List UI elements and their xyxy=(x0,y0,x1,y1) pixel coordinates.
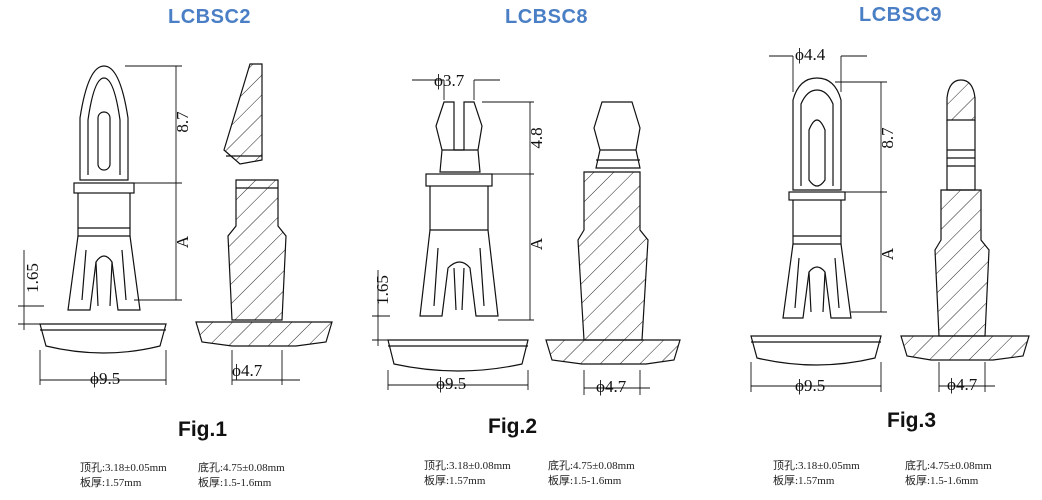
legs xyxy=(419,229,499,317)
slot xyxy=(97,111,111,171)
body xyxy=(77,193,131,237)
technical-drawing: 8.7 A 1.65 ϕ9.5 ϕ4.7 xyxy=(18,63,333,388)
spec-bottom-hole: 底孔:4.75±0.08mm xyxy=(548,460,635,472)
spec-bottom-board: 板厚:1.5-1.6mm xyxy=(198,477,272,489)
snap-head xyxy=(79,65,129,181)
figure-lcbsc8: LCBSC8 xyxy=(350,0,695,500)
dim-base-gap: 1.65 xyxy=(23,263,42,293)
figure-title: LCBSC9 xyxy=(859,4,943,26)
legs xyxy=(782,243,852,319)
dim-top-length: 4.8 xyxy=(527,127,546,148)
spec-top-hole: 顶孔:3.18±0.05mm xyxy=(773,460,860,472)
collar xyxy=(425,173,493,187)
side-flange xyxy=(545,339,681,365)
dim-body-length: A xyxy=(173,235,192,248)
dim-top-dia: ϕ3.7 xyxy=(434,71,465,90)
body xyxy=(429,186,489,231)
spec-block: 顶孔:3.18±0.08mm 底孔:4.75±0.08mm 板厚:1.57mm 板厚… xyxy=(424,459,635,489)
spec-bottom-hole: 底孔:4.75±0.08mm xyxy=(198,462,285,474)
spec-bottom-board: 板厚:1.5-1.6mm xyxy=(548,475,622,487)
collar xyxy=(73,182,135,194)
side-body xyxy=(934,189,990,337)
flange xyxy=(39,323,167,354)
dim-body-length: A xyxy=(527,237,546,250)
spec-block: 顶孔:3.18±0.05mm 底孔:4.75±0.08mm 板厚:1.57mm 板厚… xyxy=(80,461,285,491)
dim-hole-dia: ϕ4.7 xyxy=(947,375,978,394)
collar xyxy=(788,191,846,201)
side-head xyxy=(223,63,263,165)
figure-lcbsc9: LCBSC9 xyxy=(695,0,1042,500)
dim-top-length: 8.7 xyxy=(173,111,192,133)
dim-top-length: 8.7 xyxy=(878,127,897,149)
legs xyxy=(67,235,141,311)
figure-label: Fig.3 xyxy=(887,409,937,432)
snap-head xyxy=(435,101,483,173)
figure-lcbsc2: LCBSC2 xyxy=(0,0,350,500)
dim-flange-dia: ϕ9.5 xyxy=(90,369,120,388)
technical-drawing: ϕ4.4 8.7 A ϕ9.5 ϕ4.7 xyxy=(750,45,1030,395)
spec-bottom-board: 板厚:1.5-1.6mm xyxy=(905,475,979,487)
figure-title: LCBSC8 xyxy=(505,6,589,28)
side-flange xyxy=(900,335,1030,361)
spec-block: 顶孔:3.18±0.05mm 底孔:4.75±0.08mm 板厚:1.57mm 板厚… xyxy=(773,459,992,489)
figure-label: Fig.2 xyxy=(488,415,538,438)
spec-bottom-hole: 底孔:4.75±0.08mm xyxy=(905,460,992,472)
dim-flange-dia: ϕ9.5 xyxy=(795,376,825,395)
spec-top-hole: 顶孔:3.18±0.08mm xyxy=(424,460,511,472)
dim-body-length: A xyxy=(878,247,897,260)
side-head xyxy=(593,101,641,169)
side-flange xyxy=(195,321,333,347)
dim-hole-dia: ϕ4.7 xyxy=(232,361,263,380)
dim-flange-dia: ϕ9.5 xyxy=(436,374,466,393)
spec-top-board: 板厚:1.57mm xyxy=(80,477,142,489)
spec-top-hole: 顶孔:3.18±0.05mm xyxy=(80,462,167,474)
dim-base-gap: 1.65 xyxy=(373,275,392,305)
dim-hole-dia: ϕ4.7 xyxy=(596,377,627,396)
spec-top-board: 板厚:1.57mm xyxy=(424,475,486,487)
spec-top-board: 板厚:1.57mm xyxy=(773,475,835,487)
flange xyxy=(750,335,882,366)
dim-top-dia: ϕ4.4 xyxy=(795,45,826,64)
flange xyxy=(387,339,529,372)
snap-head xyxy=(792,77,842,191)
body xyxy=(792,200,842,245)
technical-drawing: ϕ3.7 4.8 A 1.65 ϕ9.5 ϕ4.7 xyxy=(372,71,681,396)
side-head xyxy=(946,79,976,121)
slot xyxy=(808,119,826,187)
side-body xyxy=(227,179,287,321)
figure-title: LCBSC2 xyxy=(168,6,252,28)
side-body xyxy=(577,171,649,341)
figure-label: Fig.1 xyxy=(178,418,228,441)
